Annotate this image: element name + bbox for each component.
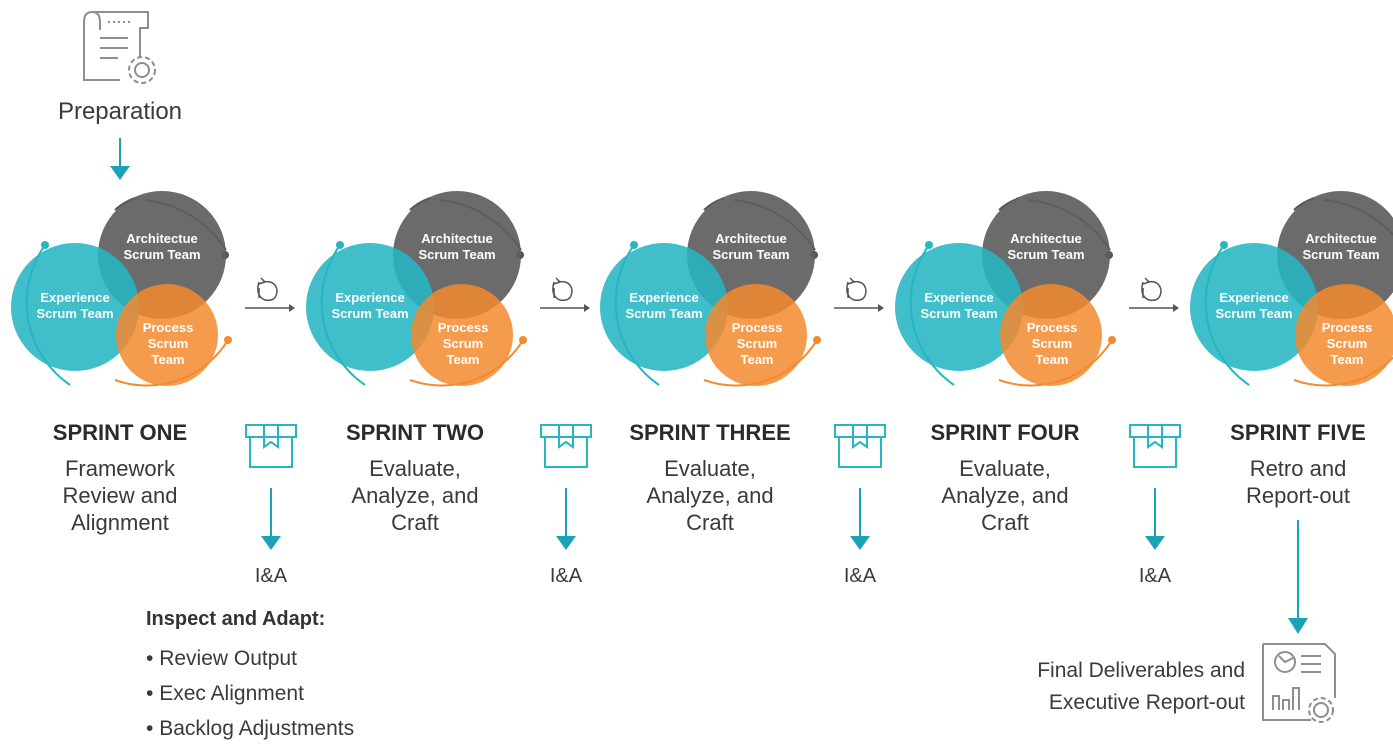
experience-team-label: Experience Scrum Team <box>920 290 998 321</box>
architecture-team-label: Architectue Scrum Team <box>1007 231 1085 262</box>
process-team-label: Process Scrum Team <box>437 320 489 367</box>
process-team-label: Process Scrum Team <box>731 320 783 367</box>
process-team-label: Process Scrum Team <box>142 320 194 367</box>
sprint-connector <box>834 277 884 312</box>
sprint-title: SPRINT TWO <box>345 420 485 445</box>
experience-team-label: Experience Scrum Team <box>331 290 409 321</box>
process-team-label: Process Scrum Team <box>1026 320 1078 367</box>
box-icon <box>245 424 297 550</box>
venn-group <box>11 191 232 387</box>
sprint-connector <box>1129 277 1179 312</box>
connectors <box>245 277 1308 634</box>
preparation-arrow-head <box>110 166 130 180</box>
sprint-connector <box>245 277 295 312</box>
sprint-title: SPRINT THREE <box>629 420 791 445</box>
venn-group <box>895 191 1116 387</box>
preparation-label: Preparation <box>57 98 183 125</box>
ia-label: I&A <box>1138 565 1172 587</box>
document-gear-icon <box>83 11 156 84</box>
box-icon <box>540 424 592 550</box>
inspect-item: Exec Alignment <box>146 681 354 716</box>
inspect-title: Inspect and Adapt: <box>146 608 326 630</box>
box-icon <box>834 424 886 550</box>
architecture-team-label: Architectue Scrum Team <box>418 231 496 262</box>
report-chart-gear-icon <box>1262 643 1336 723</box>
sprint-title: SPRINT ONE <box>52 420 188 445</box>
venn-group <box>1190 191 1393 387</box>
final-line-2: Executive Report-out <box>1048 691 1245 714</box>
final-deliverables-label: Final Deliverables and Executive Report-… <box>940 655 1245 719</box>
sprint-connector <box>540 277 590 312</box>
final-line-1: Final Deliverables and <box>1037 659 1245 682</box>
ia-label: I&A <box>843 565 877 587</box>
inspect-item: Backlog Adjustments <box>146 716 354 751</box>
architecture-team-label: Architectue Scrum Team <box>1302 231 1380 262</box>
box-icon <box>1129 424 1181 550</box>
sprint-title: SPRINT FOUR <box>930 420 1080 445</box>
venn-group <box>306 191 527 387</box>
sprint-title: SPRINT FIVE <box>1230 420 1366 445</box>
inspect-list: Review Output Exec Alignment Backlog Adj… <box>146 646 354 751</box>
inspect-item: Review Output <box>146 646 354 681</box>
ia-label: I&A <box>254 565 288 587</box>
ia-label: I&A <box>549 565 583 587</box>
final-arrow <box>1288 520 1308 634</box>
experience-team-label: Experience Scrum Team <box>1215 290 1293 321</box>
experience-team-label: Experience Scrum Team <box>625 290 703 321</box>
process-team-label: Process Scrum Team <box>1321 320 1373 367</box>
architecture-team-label: Architectue Scrum Team <box>123 231 201 262</box>
venn-group <box>600 191 821 387</box>
architecture-team-label: Architectue Scrum Team <box>712 231 790 262</box>
experience-team-label: Experience Scrum Team <box>36 290 114 321</box>
